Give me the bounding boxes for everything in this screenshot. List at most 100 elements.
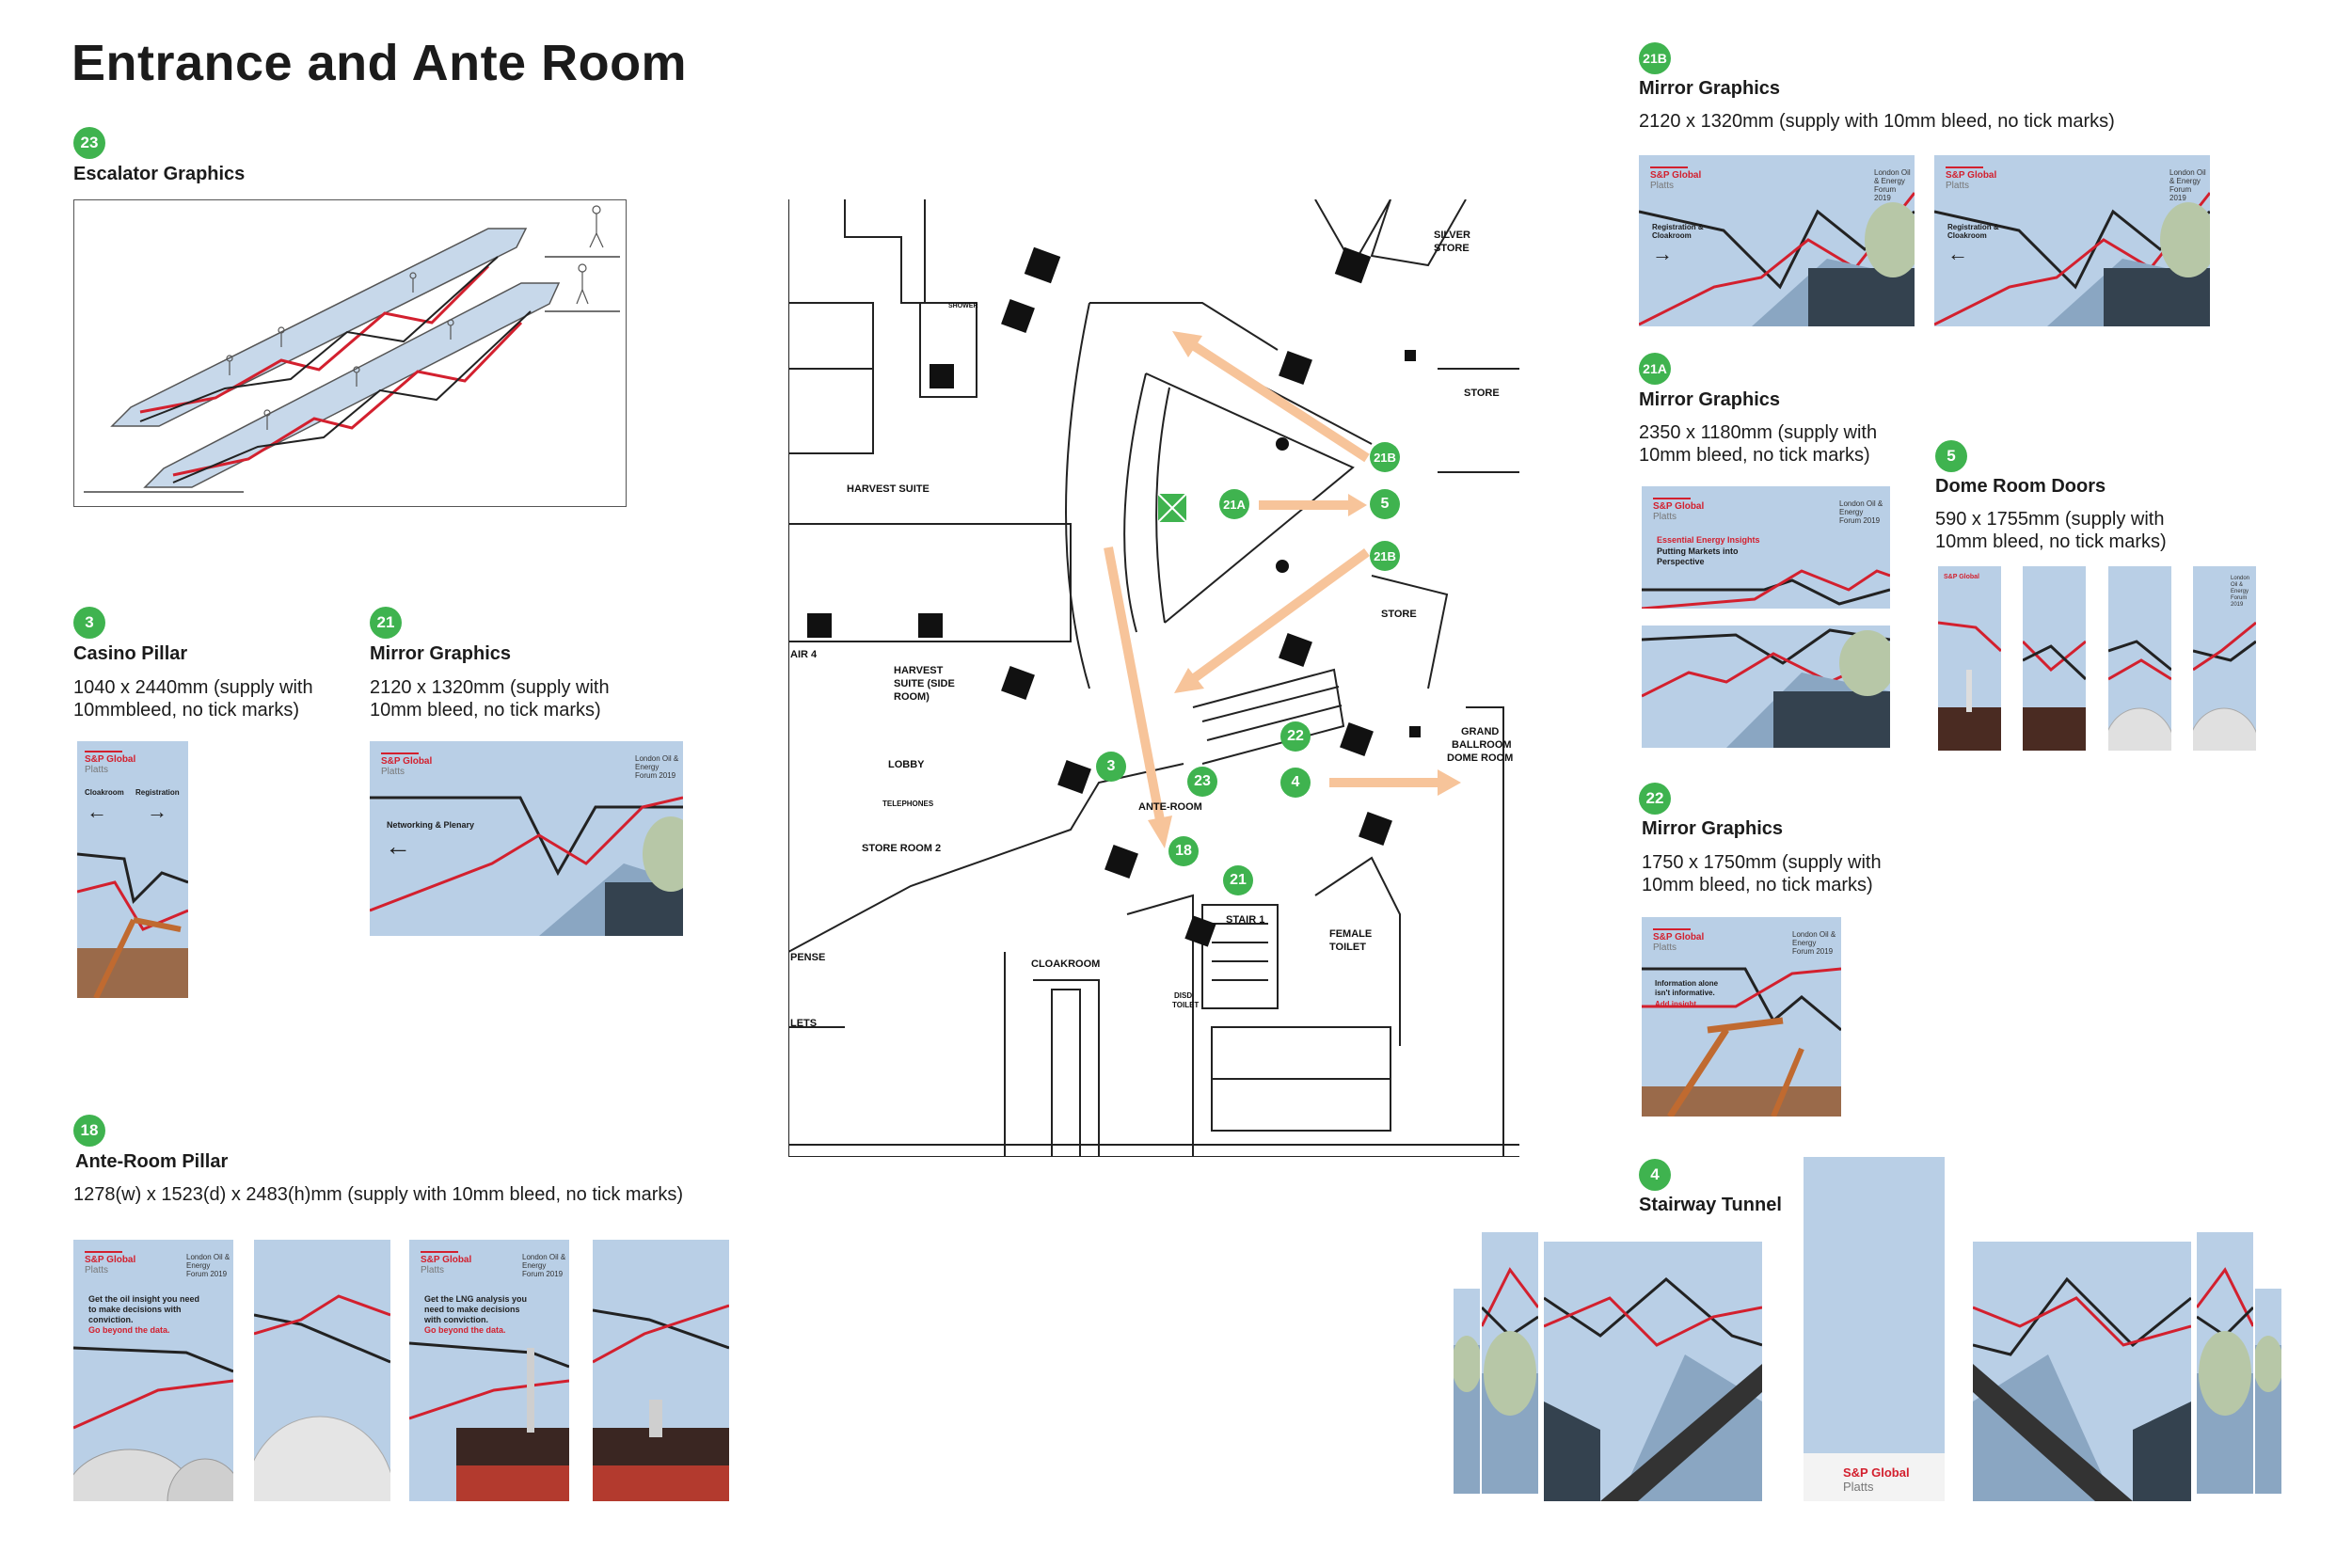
room-label: DISD [1174,991,1193,1000]
room-label: BALLROOM [1452,739,1512,751]
tunnel-side-right-outer [2255,1289,2281,1494]
mirror22-panel-red: Add insight. [1655,1000,1699,1008]
tunnel-wall-right [1973,1242,2191,1501]
tunnel-wall-left [1544,1242,1762,1501]
room-label: AIR 4 [790,649,818,660]
mirror21a-panel-red: Essential Energy Insights [1657,535,1760,545]
room-label: TELEPHONES [882,800,934,808]
mirror21b-panel-text: Registration & Cloakroom [1947,223,1999,240]
room-label: HARVEST SUITE [847,483,930,495]
map-marker-21b[interactable]: 21B [1370,442,1400,472]
room-label: TOILET [1172,1001,1200,1009]
mirror22-panel-text: Information alone isn't informative. [1655,979,1719,997]
floor-plan: HARVEST SUITE HARVEST SUITE (SIDE ROOM) … [787,198,1519,1160]
map-marker-21[interactable]: 21 [1223,865,1253,895]
room-label: HARVEST [894,665,944,676]
brand-logo: S&P Global [1944,574,1979,580]
room-label: SUITE (SIDE [894,678,955,689]
map-marker-23[interactable]: 23 [1187,767,1217,797]
mirror21a-panel-text: Putting Markets into Perspective [1657,546,1739,566]
tunnel-side-right [2197,1232,2253,1494]
room-label: STORE ROOM 2 [862,843,942,854]
mirror22-label: Mirror Graphics [1642,818,1784,839]
room-label: SHOWER [948,303,978,309]
ante-spec: 1278(w) x 1523(d) x 2483(h)mm (supply wi… [73,1184,684,1205]
mirror21-spec: 2120 x 1320mm (supply with 10mm bleed, n… [370,677,610,721]
forum-text: London Oil & Energy Forum 2019 [1874,168,1911,202]
room-label: PENSE [790,952,826,963]
room-label: STORE [1381,609,1417,620]
casino-panel-left-text: Cloakroom [85,788,124,797]
room-label: ROOM) [894,691,930,703]
dome-door-4: London Oil & Energy Forum 2019 [2193,566,2256,751]
map-marker-21b[interactable]: 21B [1370,541,1400,571]
map-marker-3[interactable]: 3 [1096,752,1126,782]
arrow-left-icon: ← [385,832,411,861]
dome-door-2 [2023,566,2086,751]
mirror21b-panel-text: Registration & Cloakroom [1652,223,1704,240]
mirror21a-panel-bottom [1642,626,1890,748]
room-label: STAIR 1 [1226,914,1265,926]
dome-door-3 [2108,566,2171,751]
forum-text: London Oil & Energy Forum 2019 [2169,168,2206,202]
forum-text: London Oil & Energy Forum 2019 [186,1253,230,1278]
casino-label: Casino Pillar [73,643,188,664]
room-label: STORE [1464,388,1500,399]
mirror21b-spec: 2120 x 1320mm (supply with 10mm bleed, n… [1639,111,2115,132]
map-marker-22[interactable]: 22 [1280,721,1311,752]
room-label: DOME ROOM [1447,752,1514,764]
room-label: ANTE-ROOM [1138,801,1202,813]
dome-label: Dome Room Doors [1935,476,2106,497]
section-number-badge: 21A [1639,353,1671,385]
mirror21-panel-text: Networking & Plenary [387,820,475,830]
forum-text: London Oil & Energy Forum 2019 [522,1253,566,1278]
mirror21-label: Mirror Graphics [370,643,512,664]
casino-panel-right-text: Registration [135,788,180,797]
forum-text: London Oil & Energy Forum 2019 [1792,930,1836,956]
room-label: FEMALE [1329,928,1373,940]
page-title: Entrance and Ante Room [72,35,688,91]
mirror21a-label: Mirror Graphics [1639,389,1781,410]
ante-panel-3-text: Get the LNG analysis you need to make de… [424,1294,528,1335]
room-label: CLOAKROOM [1031,958,1101,970]
arrow-left-icon: ← [1947,242,1968,265]
room-label: GRAND [1461,726,1500,737]
section-number-badge: 21 [370,607,402,639]
room-label: LOBBY [888,759,925,770]
room-label: LETS [790,1018,818,1029]
escalator-label: Escalator Graphics [73,164,246,184]
mirror22-spec: 1750 x 1750mm (supply with 10mm bleed, n… [1642,852,1882,895]
forum-text: London Oil & Energy Forum 2019 [635,754,679,780]
escalator-drawing [73,199,627,507]
section-number-badge: 23 [73,127,105,159]
section-number-badge: 22 [1639,783,1671,815]
dome-door-1: S&P Global [1938,566,2001,751]
dome-spec: 590 x 1755mm (supply with 10mm bleed, no… [1935,509,2167,552]
ante-label: Ante-Room Pillar [75,1151,229,1172]
map-marker-5[interactable]: 5 [1370,489,1400,519]
section-number-badge: 4 [1639,1159,1671,1191]
casino-spec: 1040 x 2440mm (supply with 10mmbleed, no… [73,677,313,721]
map-marker-18[interactable]: 18 [1168,836,1199,866]
map-marker-21a[interactable]: 21A [1219,489,1249,519]
map-marker-4[interactable]: 4 [1280,768,1311,798]
section-number-badge: 3 [73,607,105,639]
mirror21a-spec: 2350 x 1180mm (supply with 10mm bleed, n… [1639,422,1878,466]
